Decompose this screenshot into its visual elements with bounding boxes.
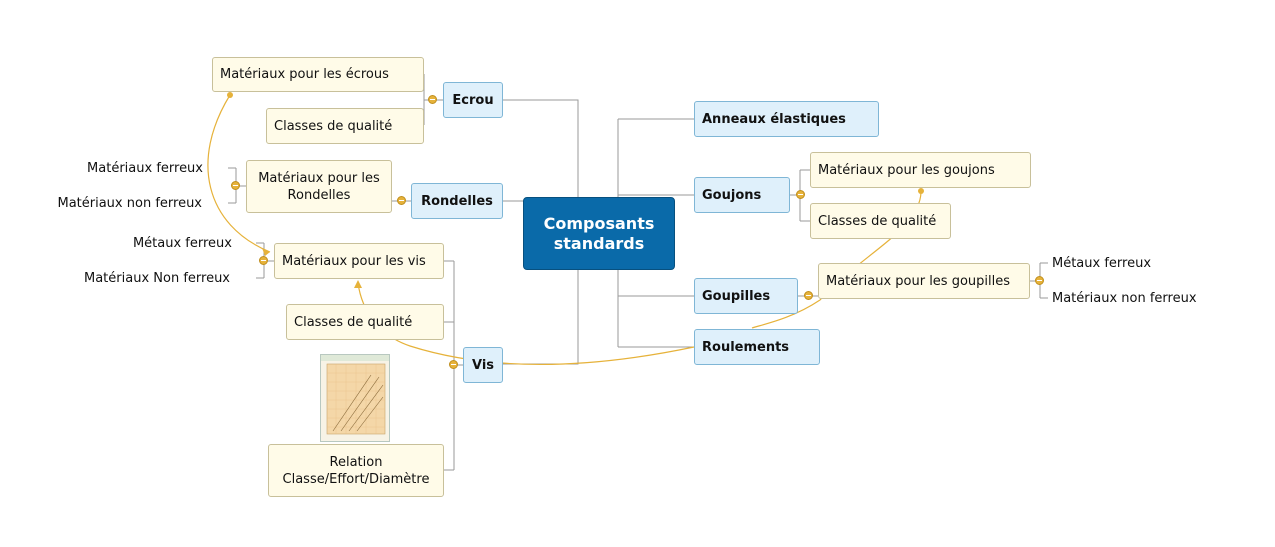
topic-vis[interactable]: Vis xyxy=(463,347,503,383)
chart-thumbnail-graphic xyxy=(321,355,389,435)
topic-anneaux-elastiques[interactable]: Anneaux élastiques xyxy=(694,101,879,137)
subtopic-label: Matériaux pour les goupilles xyxy=(826,273,1011,289)
subtopic-classes-qualite-vis[interactable]: Classes de qualité xyxy=(286,304,444,340)
collapse-toggle-materiaux-vis[interactable] xyxy=(259,256,268,265)
subtopic-label: Classes de qualité xyxy=(274,118,393,134)
subtopic-classes-qualite-goujons[interactable]: Classes de qualité xyxy=(810,203,951,239)
collapse-toggle-materiaux-goupilles[interactable] xyxy=(1035,276,1044,285)
topic-goujons[interactable]: Goujons xyxy=(694,177,790,213)
leaf-materiaux-non-ferreux-goupilles[interactable]: Matériaux non ferreux xyxy=(1052,291,1197,306)
collapse-toggle-goupilles[interactable] xyxy=(804,291,813,300)
collapse-toggle-vis[interactable] xyxy=(449,360,458,369)
subtopic-materiaux-goupilles[interactable]: Matériaux pour les goupilles xyxy=(818,263,1030,299)
subtopic-label: Matériaux pour les écrous xyxy=(220,67,389,82)
subtopic-materiaux-goujons[interactable]: Matériaux pour les goujons xyxy=(810,152,1031,188)
topic-ecrou[interactable]: Ecrou xyxy=(443,82,503,118)
subtopic-label: Matériaux pour les goujons xyxy=(818,162,995,178)
collapse-toggle-materiaux-rondelles[interactable] xyxy=(231,181,240,190)
central-topic[interactable]: Composants standards xyxy=(523,197,675,270)
leaf-metaux-ferreux-vis[interactable]: Métaux ferreux xyxy=(132,236,232,251)
topic-goujons-label: Goujons xyxy=(702,187,762,203)
topic-roulements[interactable]: Roulements xyxy=(694,329,820,365)
subtopic-materiaux-ecrous[interactable]: Matériaux pour les écrous xyxy=(212,57,424,92)
topic-anneaux-label: Anneaux élastiques xyxy=(702,111,846,127)
subtopic-relation-classe-effort-diametre[interactable]: Relation Classe/Effort/Diamètre xyxy=(268,444,444,497)
topic-vis-label: Vis xyxy=(471,357,495,373)
leaf-materiaux-non-ferreux[interactable]: Matériaux non ferreux xyxy=(57,196,202,211)
subtopic-label: Classes de qualité xyxy=(818,213,937,229)
subtopic-label: Classes de qualité xyxy=(294,314,413,330)
topic-rondelles-label: Rondelles xyxy=(421,193,493,209)
topic-ecrou-label: Ecrou xyxy=(452,92,494,108)
subtopic-classes-qualite-ecrou[interactable]: Classes de qualité xyxy=(266,108,424,144)
collapse-toggle-ecrou[interactable] xyxy=(428,95,437,104)
subtopic-label: Matériaux pour les Rondelles xyxy=(258,170,380,203)
topic-goupilles[interactable]: Goupilles xyxy=(694,278,798,314)
collapse-toggle-goujons[interactable] xyxy=(796,190,805,199)
collapse-toggle-rondelles[interactable] xyxy=(397,196,406,205)
relationship-ecrous-vis xyxy=(207,94,271,253)
leaf-metaux-ferreux-goupilles[interactable]: Métaux ferreux xyxy=(1052,256,1152,271)
leaf-materiaux-ferreux[interactable]: Matériaux ferreux xyxy=(87,161,203,176)
subtopic-materiaux-vis[interactable]: Matériaux pour les vis xyxy=(274,243,444,279)
topic-rondelles[interactable]: Rondelles xyxy=(411,183,503,219)
topic-roulements-label: Roulements xyxy=(702,339,790,355)
leaf-materiaux-non-ferreux-vis[interactable]: Matériaux Non ferreux xyxy=(84,271,230,286)
chart-thumbnail-image[interactable] xyxy=(320,354,390,442)
subtopic-label: Relation Classe/Effort/Diamètre xyxy=(282,454,430,487)
central-topic-label: Composants standards xyxy=(543,213,655,253)
subtopic-materiaux-rondelles[interactable]: Matériaux pour les Rondelles xyxy=(246,160,392,213)
subtopic-label: Matériaux pour les vis xyxy=(282,253,426,269)
topic-goupilles-label: Goupilles xyxy=(702,288,771,304)
